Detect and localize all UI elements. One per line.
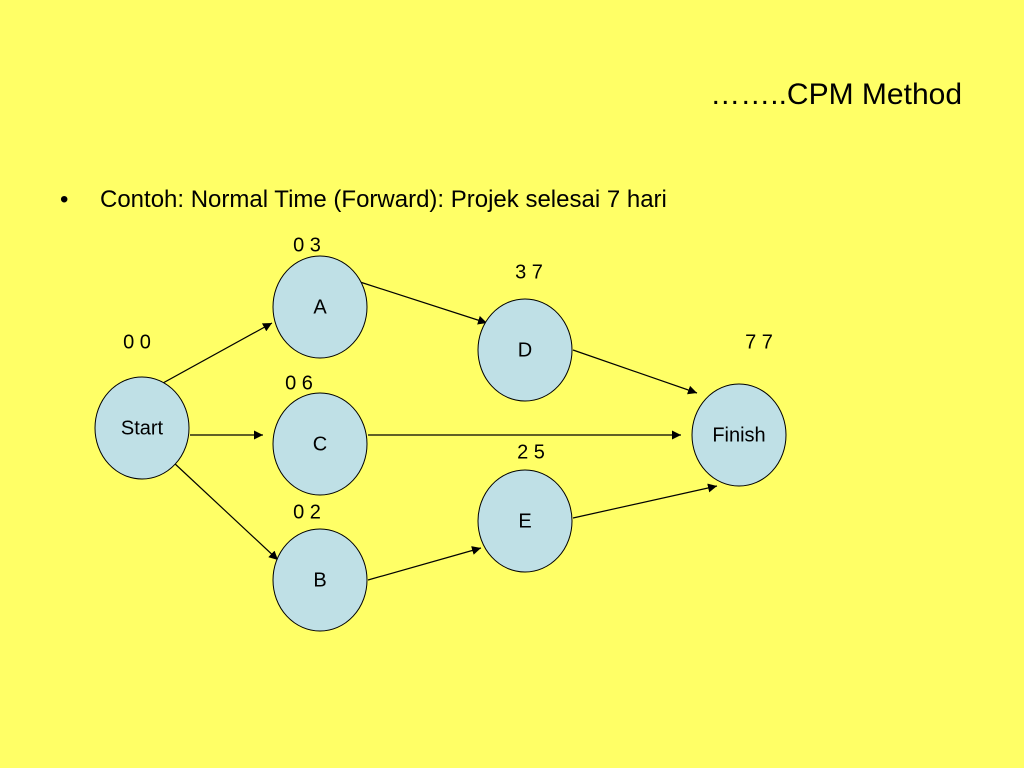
edge-start-b xyxy=(172,461,279,561)
node-finish-circle xyxy=(691,383,787,487)
node-a-label: A xyxy=(313,296,327,318)
node-b-circle xyxy=(272,528,368,632)
slide-title: ……..CPM Method xyxy=(710,78,962,111)
node-c-label: C xyxy=(313,433,327,455)
node-d-circle xyxy=(477,298,573,402)
node-a-times: 0 3 xyxy=(293,234,321,256)
edge-b-e xyxy=(367,546,482,581)
node-e: E xyxy=(477,469,573,573)
bullet-item: • Contoh: Normal Time (Forward): Projek s… xyxy=(60,186,667,214)
node-finish-times: 7 7 xyxy=(745,331,773,353)
edge-start-a xyxy=(162,322,273,384)
node-finish-label: Finish xyxy=(712,424,765,446)
node-start-label: Start xyxy=(121,417,164,439)
node-c-circle xyxy=(272,392,368,496)
node-c: C xyxy=(272,392,368,496)
edge-d-finish xyxy=(572,349,698,395)
node-start: Start xyxy=(94,376,190,480)
bullet-text: Contoh: Normal Time (Forward): Projek se… xyxy=(100,186,667,213)
node-a: A xyxy=(272,255,368,359)
node-d: D xyxy=(477,298,573,402)
node-a-circle xyxy=(272,255,368,359)
node-finish: Finish xyxy=(691,383,787,487)
node-start-times: 0 0 xyxy=(123,331,151,353)
node-e-label: E xyxy=(518,510,531,532)
edge-e-finish xyxy=(572,483,718,519)
node-c-times: 0 6 xyxy=(285,372,313,394)
node-b-times: 0 2 xyxy=(293,501,321,523)
node-start-circle xyxy=(94,376,190,480)
node-b: B xyxy=(272,528,368,632)
node-e-times: 2 5 xyxy=(517,441,545,463)
bullet-marker: • xyxy=(60,186,69,213)
node-d-times: 3 7 xyxy=(515,261,543,283)
node-d-label: D xyxy=(518,339,532,361)
node-b-label: B xyxy=(313,569,326,591)
edge-a-d xyxy=(359,281,488,325)
node-e-circle xyxy=(477,469,573,573)
